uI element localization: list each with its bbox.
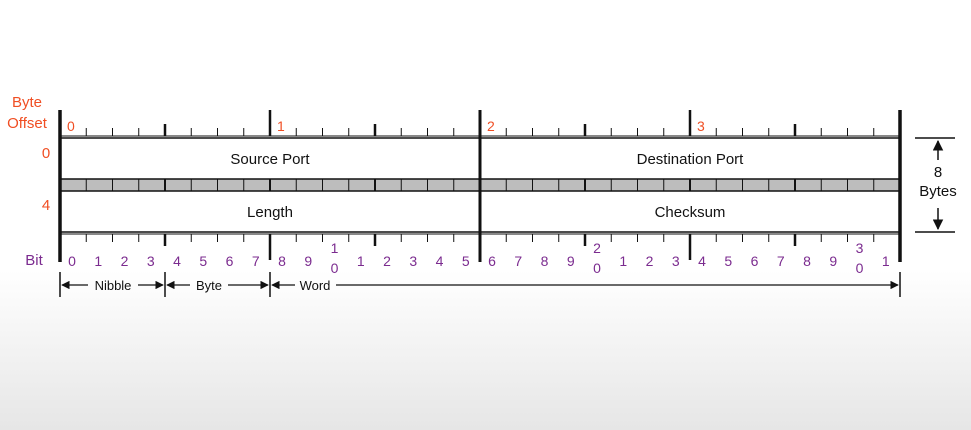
bit-number: 4: [436, 253, 444, 269]
bit-number: 6: [488, 253, 496, 269]
bit-number: 6: [751, 253, 759, 269]
bit-number: 8: [278, 253, 286, 269]
byte-offset-label-line1: Byte: [12, 94, 42, 111]
legend: Nibble Byte Word: [59, 272, 901, 297]
size-value: 8: [934, 164, 942, 181]
bit-number-tens: 1: [331, 240, 339, 256]
size-indicator: 8 Bytes: [915, 137, 957, 233]
bit-number: 3: [147, 253, 155, 269]
size-unit: Bytes: [919, 183, 957, 200]
bit-number: 4: [698, 253, 706, 269]
bit-number: 9: [829, 253, 837, 269]
bit-number: 8: [803, 253, 811, 269]
bit-number: 5: [724, 253, 732, 269]
byte-offset-2: 2: [487, 118, 495, 134]
bit-number: 7: [514, 253, 522, 269]
bit-number: 3: [672, 253, 680, 269]
legend-word: Word: [300, 278, 331, 293]
bit-number: 1: [882, 253, 890, 269]
bit-number: 6: [226, 253, 234, 269]
field-destination-port: Destination Port: [637, 151, 745, 168]
bit-number: 8: [541, 253, 549, 269]
legend-nibble: Nibble: [95, 278, 132, 293]
bit-number: 1: [619, 253, 627, 269]
bit-number: 7: [252, 253, 260, 269]
bit-number: 2: [383, 253, 391, 269]
byte-offset-label-line2: Offset: [7, 115, 48, 132]
bit-number: 2: [646, 253, 654, 269]
bit-number-tens: 2: [593, 240, 601, 256]
bit-label: Bit: [25, 252, 43, 269]
field-length: Length: [247, 204, 293, 221]
bit-number-ones: 0: [331, 260, 339, 276]
bit-number: 3: [409, 253, 417, 269]
bit-number-ones: 0: [593, 260, 601, 276]
row-offset-4: 4: [42, 197, 50, 214]
gap-band-ticks: [85, 179, 875, 191]
bit-number: 4: [173, 253, 181, 269]
byte-offset-3: 3: [697, 118, 705, 134]
field-source-port: Source Port: [230, 151, 310, 168]
bit-number: 7: [777, 253, 785, 269]
bit-number-ones: 0: [856, 260, 864, 276]
byte-offset-0: 0: [67, 118, 75, 134]
legend-byte: Byte: [196, 278, 222, 293]
bit-number: 1: [94, 253, 102, 269]
bottom-bit-ruler: [60, 233, 900, 260]
bit-number-tens: 3: [856, 240, 864, 256]
field-checksum: Checksum: [655, 204, 726, 221]
row-offset-0: 0: [42, 145, 50, 162]
bit-number: 2: [121, 253, 129, 269]
bit-number: 9: [304, 253, 312, 269]
bit-number: 0: [68, 253, 76, 269]
bit-number: 1: [357, 253, 365, 269]
bit-number: 5: [199, 253, 207, 269]
bit-number: 9: [567, 253, 575, 269]
bit-number: 5: [462, 253, 470, 269]
byte-offset-1: 1: [277, 118, 285, 134]
